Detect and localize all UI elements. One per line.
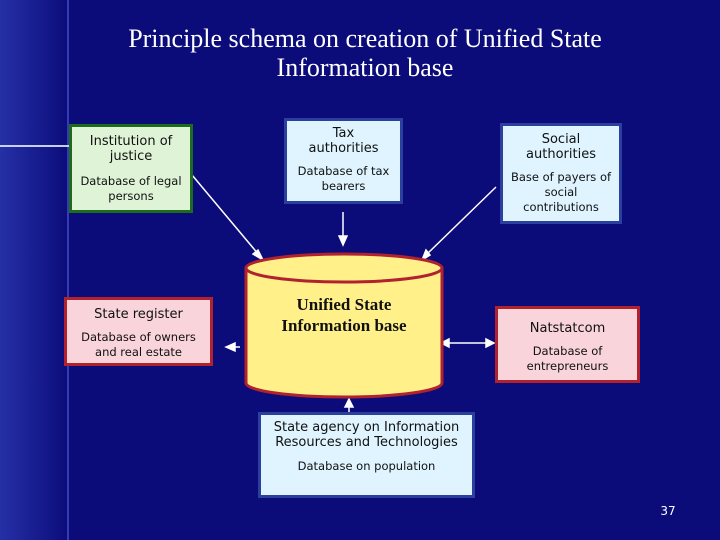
- title-line-2: Information base: [276, 53, 454, 82]
- justice-sub-2: persons: [108, 189, 154, 203]
- social-sub-2: social: [544, 185, 578, 199]
- justice-heading-2: justice: [109, 149, 153, 164]
- register-sub-2: and real estate: [95, 345, 182, 359]
- social-sub-3: contributions: [523, 200, 599, 214]
- social-heading-2: authorities: [526, 147, 596, 162]
- box-state-agency: State agency on Information Resources an…: [258, 412, 475, 498]
- agency-heading-1: State agency on Information: [273, 420, 460, 435]
- tax-heading-2: authorities: [308, 141, 379, 156]
- page-title: Principle schema on creation of Unified …: [60, 24, 670, 82]
- unified-db-line-2: Information base: [281, 316, 407, 335]
- tax-sub-1: Database of tax: [297, 164, 390, 178]
- box-social-authorities: Social authorities Base of payers of soc…: [500, 123, 622, 224]
- title-line-1: Principle schema on creation of Unified …: [128, 24, 602, 53]
- box-tax-authorities: Tax authorities Database of tax bearers: [284, 118, 403, 204]
- social-sub-1: Base of payers of: [510, 170, 612, 184]
- page-number: 37: [660, 504, 676, 518]
- box-state-register: State register Database of owners and re…: [64, 297, 213, 366]
- tax-sub-2: bearers: [321, 179, 366, 193]
- arrows: [191, 174, 497, 412]
- unified-db-label: Unified State Information base: [246, 294, 442, 336]
- register-heading: State register: [94, 307, 183, 322]
- agency-heading-2: Resources and Technologies: [275, 435, 458, 450]
- tax-heading-1: Tax: [332, 126, 355, 141]
- justice-sub-1: Database of legal: [80, 174, 182, 188]
- box-natstatcom: Natstatcom Database of entrepreneurs: [495, 306, 640, 383]
- database-cylinder: [244, 252, 444, 399]
- box-institution-of-justice: Institution of justice Database of legal…: [69, 124, 193, 213]
- agency-sub-1: Database on population: [297, 459, 436, 473]
- natstat-heading: Natstatcom: [529, 321, 606, 336]
- social-heading-1: Social: [541, 132, 581, 147]
- natstat-sub-1: Database of: [532, 344, 603, 358]
- natstat-sub-2: entrepreneurs: [526, 359, 609, 373]
- register-sub-1: Database of owners: [81, 330, 196, 344]
- justice-heading-1: Institution of: [89, 134, 173, 149]
- unified-db-line-1: Unified State: [296, 295, 392, 314]
